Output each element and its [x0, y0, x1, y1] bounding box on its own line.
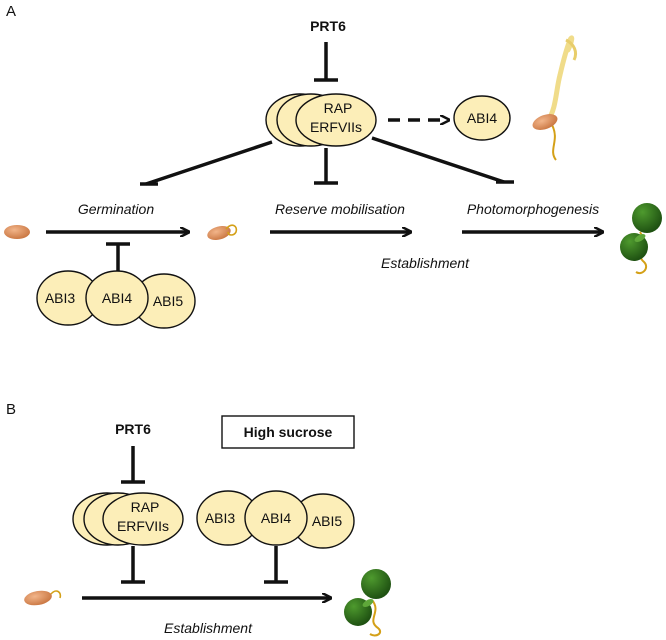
rap-inhibit-establishment	[121, 546, 145, 584]
establishment-label-b: Establishment	[164, 620, 253, 636]
establishment-label-a: Establishment	[381, 255, 470, 271]
abi-inhibit-germination	[106, 242, 130, 272]
inhibit-germination	[140, 140, 273, 186]
abi3-label-a: ABI3	[45, 290, 76, 306]
abi3-label-b: ABI3	[205, 510, 236, 526]
panel-a-label: A	[6, 3, 16, 20]
inhibit-reserve-mobilisation	[314, 148, 338, 185]
photomorphogenesis-label: Photomorphogenesis	[467, 201, 599, 217]
seed-icon	[4, 225, 30, 239]
high-sucrose-box: High sucrose	[221, 415, 355, 449]
seed-icon-b	[24, 590, 62, 606]
rap-label-b: RAP	[131, 499, 160, 515]
rap-label: RAP	[324, 100, 353, 116]
germination-label: Germination	[78, 201, 154, 217]
etiolated-seedling-icon	[532, 35, 578, 161]
prt6-label-b: PRT6	[115, 421, 151, 437]
green-seedling-icon-b	[344, 569, 391, 637]
panel-b-label: B	[6, 401, 16, 418]
abi4-target-node: ABI4	[453, 95, 511, 141]
erfviis-label-b: ERFVIIs	[117, 518, 169, 534]
abi-cluster-a: ABI3 ABI4 ABI5	[36, 270, 196, 329]
abi4-label-b: ABI4	[261, 510, 292, 526]
prt6-inhibition	[314, 42, 338, 82]
green-seedling-icon	[620, 203, 662, 274]
abi5-label-a: ABI5	[153, 293, 184, 309]
abi-inhibit-establishment	[264, 546, 288, 584]
reserve-mobilisation-label: Reserve mobilisation	[275, 201, 405, 217]
abi-cluster-b: ABI3 ABI4 ABI5	[196, 490, 355, 549]
high-sucrose-label: High sucrose	[244, 424, 333, 440]
rap-erfviis-complex-b: RAP ERFVIIs	[72, 492, 184, 546]
abi4-label-a: ABI4	[102, 290, 133, 306]
inhibit-photomorphogenesis	[371, 136, 514, 184]
prt6-inhibition-b	[121, 446, 145, 484]
germinated-seed-icon	[207, 224, 238, 241]
abi5-label-b: ABI5	[312, 513, 343, 529]
abi4-target-label: ABI4	[467, 110, 498, 126]
prt6-label: PRT6	[310, 18, 346, 34]
rap-erfviis-complex: RAP ERFVIIs	[265, 93, 377, 147]
erfviis-label: ERFVIIs	[310, 119, 362, 135]
